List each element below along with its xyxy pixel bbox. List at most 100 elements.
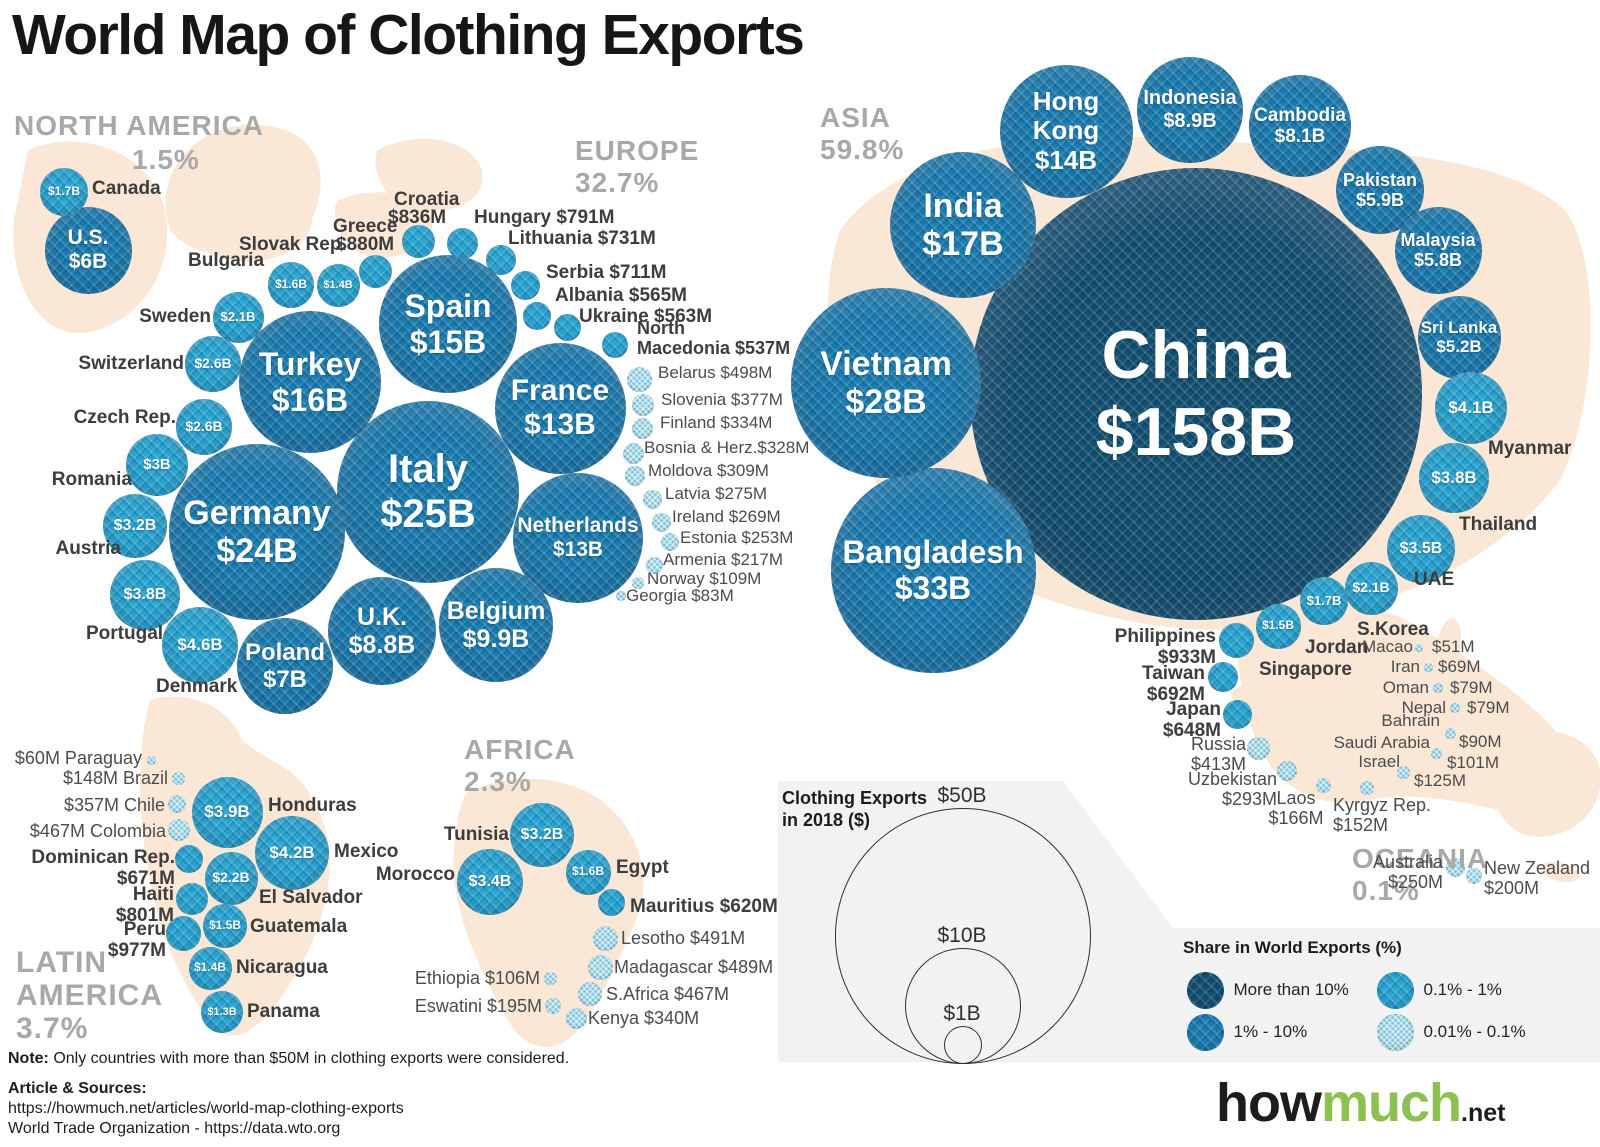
bubble-label-india: India$17B: [922, 186, 1004, 263]
note-text: Only countries with more than $50M in cl…: [48, 1050, 570, 1067]
country-label-new-zealand-200m: New Zealand$200M: [1484, 858, 1591, 899]
source-url-wto: World Trade Organization - https://data.…: [8, 1120, 341, 1137]
country-bubble-sweden: $2.1B: [212, 291, 264, 343]
source-url-article: https://howmuch.net/articles/world-map-c…: [8, 1100, 404, 1117]
share-legend-label-more-than-10: More than 10%: [1233, 980, 1349, 999]
region-header-1-5: 1.5%: [132, 144, 200, 175]
bubble-label-netherlands: Netherlands$13B: [517, 514, 639, 561]
note: Note: Only countries with more than $50M…: [8, 1050, 569, 1068]
country-label-norway-109m: Norway $109M: [647, 569, 762, 588]
region-header-59-8: 59.8%: [820, 134, 905, 165]
country-label-bahrain: Bahrain: [1381, 711, 1440, 730]
country-label-101m: $101M: [1447, 753, 1499, 772]
region-header-america: AMERICA: [16, 979, 163, 1012]
country-bubble-russia: [1246, 736, 1270, 760]
country-label-taiwan-692m: Taiwan$692M: [1142, 663, 1205, 706]
country-bubble-morocco: $3.4B: [457, 849, 523, 915]
country-bubble-nepal: [1450, 703, 1460, 713]
bubble-label-malaysia: Malaysia$5.8B: [1400, 229, 1476, 270]
country-label-switzerland: Switzerland: [78, 353, 184, 374]
country-label-estonia-253m: Estonia $253M: [680, 528, 794, 547]
country-bubble-israel: [1396, 765, 1410, 779]
bubble-label-jordan: $1.7B: [1306, 592, 1342, 608]
page-title: World Map of Clothing Exports: [12, 3, 805, 67]
country-bubble-tunisia: $3.2B: [510, 803, 574, 867]
bubble-label-uae: $3.5B: [1399, 539, 1443, 557]
country-label-tunisia: Tunisia: [443, 824, 509, 845]
country-label-60m-paraguay: $60M Paraguay: [14, 748, 142, 768]
country-label-lithuania-731m: Lithuania $731M: [508, 228, 656, 249]
country-bubble-laos: [1315, 777, 1331, 793]
country-label-thailand: Thailand: [1459, 514, 1538, 535]
country-bubble-china: China$158B: [970, 168, 1422, 620]
country-bubble-hungary: [446, 227, 478, 259]
region-header-europe: EUROPE: [575, 135, 700, 166]
size-legend-title: Clothing Exports in 2018 ($): [782, 788, 927, 831]
country-label-russia-413m: Russia$413M: [1190, 734, 1246, 775]
country-label-ethiopia-106m: Ethiopia $106M: [414, 968, 540, 988]
bubble-label-vietnam: Vietnam$28B: [820, 344, 952, 421]
country-label-panama: Panama: [247, 1001, 320, 1022]
country-label-el-salvador: El Salvador: [259, 887, 363, 908]
country-bubble-canada: $1.7B: [40, 168, 88, 216]
country-label-oman: Oman: [1382, 678, 1429, 697]
country-bubble-dominican-rep: [175, 845, 203, 873]
country-bubble-denmark: $4.6B: [162, 607, 238, 683]
country-label-saudi-arabia: Saudi Arabia: [1333, 733, 1430, 752]
country-label-uzbekistan-293m: Uzbekistan$293M: [1187, 769, 1277, 810]
country-bubble-colombia: [168, 819, 190, 841]
bubble-label-morocco: $3.4B: [468, 872, 512, 890]
country-bubble-pakistan: Pakistan$5.9B: [1336, 146, 1424, 234]
country-bubble-philippines: [1218, 622, 1254, 658]
country-bubble-jordan: $1.7B: [1300, 577, 1348, 625]
bubble-label-china: China$158B: [1095, 317, 1297, 470]
bubble-label-mexico: $4.2B: [269, 843, 315, 863]
country-bubble-romania: $3B: [126, 434, 188, 496]
country-bubble-spain: Spain$15B: [379, 255, 517, 393]
country-label-austria: Austria: [55, 538, 121, 559]
country-bubble-croatia: [401, 224, 435, 258]
country-label-latvia-275m: Latvia $275M: [665, 484, 768, 503]
country-bubble-north-macedonia: [602, 332, 628, 358]
country-label-czech-rep: Czech Rep.: [73, 407, 176, 428]
country-bubble-honduras: $3.9B: [191, 776, 263, 848]
region-header-32-7: 32.7%: [575, 167, 660, 198]
country-bubble-singapore: $1.5B: [1255, 603, 1301, 649]
country-label-iran: Iran: [1390, 657, 1420, 676]
country-label-myanmar: Myanmar: [1488, 438, 1572, 459]
country-bubble-brazil: [171, 771, 185, 785]
bubble-label-spain: Spain$15B: [404, 287, 492, 360]
country-bubble-ethiopia: [543, 971, 557, 985]
country-label-jordan: Jordan: [1305, 637, 1369, 658]
country-label-90m: $90M: [1459, 732, 1502, 751]
country-bubble-iran: [1423, 662, 1433, 672]
country-label-serbia-711m: Serbia $711M: [546, 262, 667, 283]
country-bubble-belarus: [626, 366, 652, 392]
country-label-ukraine-563m: Ukraine $563M: [579, 306, 713, 327]
bubble-label-portugal: $3.8B: [123, 585, 167, 603]
country-bubble-kyrgyz-rep: [1360, 781, 1374, 795]
country-bubble-serbia: [510, 270, 540, 300]
country-bubble-moldova: [625, 466, 645, 486]
country-label-bosnia-herz-328m: Bosnia & Herz.$328M: [644, 438, 810, 457]
country-bubble-france: France$13B: [494, 342, 626, 474]
country-bubble-vietnam: Vietnam$28B: [791, 288, 981, 478]
country-label-croatia: Croatia: [394, 189, 460, 210]
country-bubble-s-africa: [578, 982, 602, 1006]
country-bubble-australia: [1445, 857, 1465, 877]
country-bubble-turkey: Turkey$16B: [239, 311, 381, 453]
share-legend-swatch-0-1-1: [1376, 971, 1414, 1009]
region-header-asia: ASIA: [820, 102, 891, 133]
country-label-bulgaria: Bulgaria: [188, 250, 265, 271]
country-bubble-slovenia: [632, 394, 654, 416]
country-bubble-u-s: U.S.$6B: [44, 206, 132, 294]
bubble-label-u-s: U.S.$6B: [67, 226, 109, 273]
country-bubble-egypt: $1.6B: [565, 849, 611, 895]
bubble-label-egypt: $1.6B: [571, 864, 605, 879]
country-label-finland-334m: Finland $334M: [660, 413, 773, 432]
country-label-357m-chile: $357M Chile: [63, 795, 165, 815]
share-legend-swatch-more-than-10: [1186, 971, 1224, 1009]
country-label-singapore: Singapore: [1259, 659, 1352, 680]
region-header-2-3: 2.3%: [464, 766, 532, 797]
